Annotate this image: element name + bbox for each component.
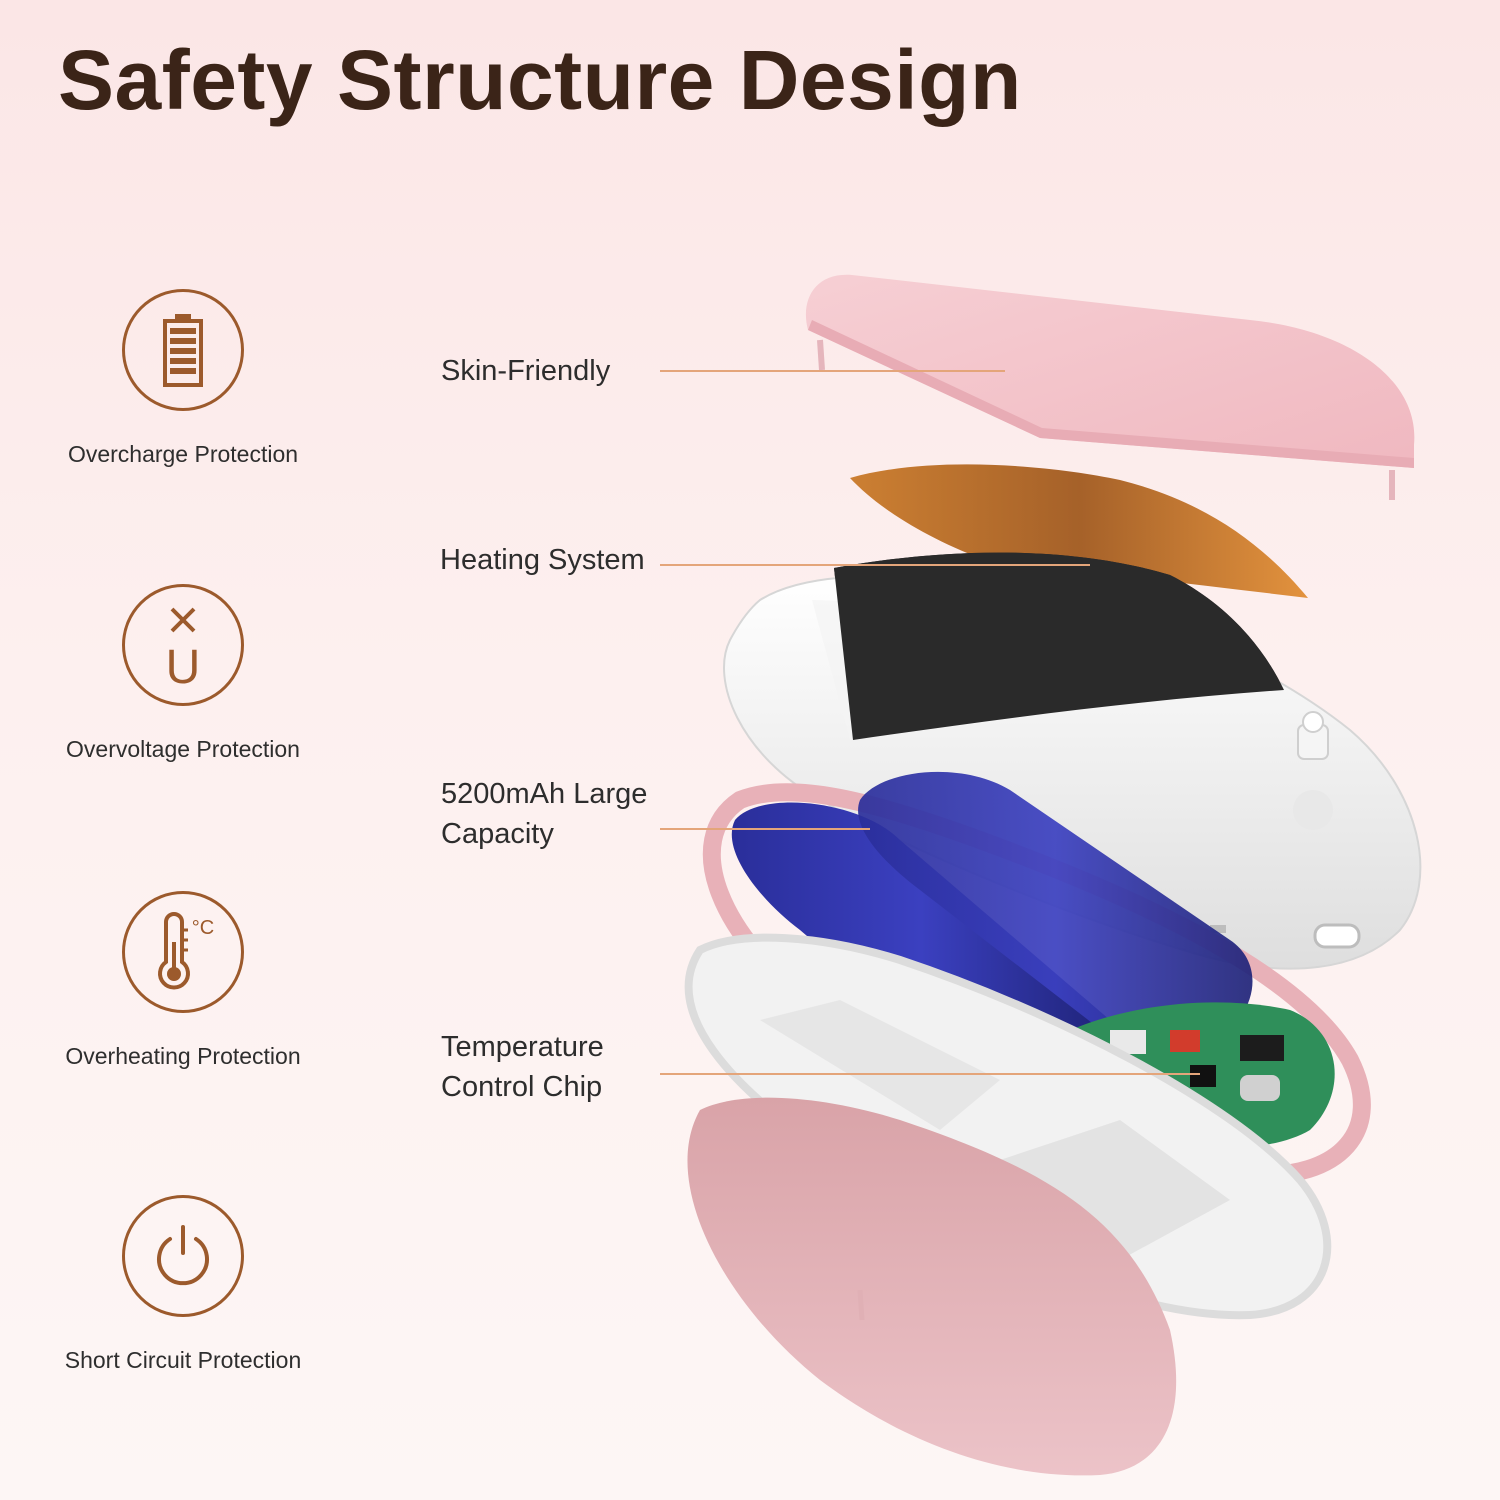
feature-short-circuit: Short Circuit Protection	[33, 1195, 333, 1374]
battery-icon	[163, 314, 203, 387]
callout-text: Temperature	[441, 1031, 604, 1063]
callout-text: Skin-Friendly	[441, 355, 611, 387]
base-tray	[684, 933, 1332, 1320]
feature-label: Overcharge Protection	[67, 441, 299, 467]
feature-label: Overheating Protection	[65, 1043, 301, 1069]
leader-line	[660, 828, 870, 830]
top-cover	[805, 274, 1415, 500]
feature-overvoltage: U Overvoltage Protection	[33, 584, 333, 763]
thermometer-icon: °C	[158, 912, 214, 990]
feature-icon-ring: U	[122, 584, 244, 706]
leader-line	[660, 564, 1090, 566]
feature-label: Short Circuit Protection	[64, 1347, 302, 1373]
callout-text: Heating System	[440, 544, 645, 576]
degree-symbol: °C	[192, 917, 214, 939]
feature-overcharge: Overcharge Protection	[33, 289, 333, 468]
callout-text: 5200mAh Large	[441, 778, 648, 810]
leader-line	[660, 370, 1005, 372]
callout-skin-friendly: Skin-Friendly	[441, 351, 610, 391]
voltage-icon: U	[166, 607, 201, 687]
page-title: Safety Structure Design	[58, 33, 1022, 127]
upper-shell	[723, 552, 1422, 970]
callout-text: Control Chip	[441, 1071, 603, 1103]
callout-temperature-chip: Temperature Control Chip	[441, 1027, 604, 1107]
callout-heating-system: Heating System	[440, 540, 645, 580]
feature-label: Overvoltage Protection	[66, 736, 300, 762]
callout-battery-capacity: 5200mAh Large Capacity	[441, 774, 647, 854]
exploded-product-illustration	[684, 274, 1422, 1476]
feature-icon-ring	[122, 289, 244, 411]
callout-text: Capacity	[441, 818, 554, 850]
bottom-cover	[687, 1097, 1177, 1476]
voltage-symbol: U	[166, 641, 201, 687]
feature-overheating: °C Overheating Protection	[33, 891, 333, 1070]
leader-line	[660, 1073, 1200, 1075]
feature-icon-ring: °C	[122, 891, 244, 1013]
power-icon	[157, 1225, 209, 1286]
feature-icon-ring	[122, 1195, 244, 1317]
